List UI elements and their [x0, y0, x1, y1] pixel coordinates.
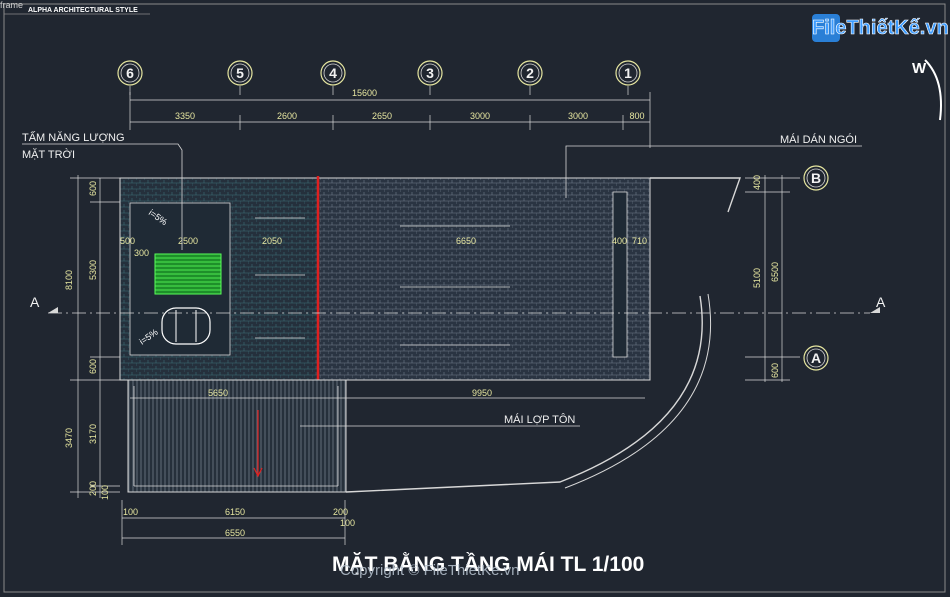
dim-bottom-1: 6150: [225, 507, 245, 517]
section-arrow-right-icon: [870, 307, 880, 313]
dim-top-segment-2: 2650: [372, 111, 392, 121]
solar-panel: [154, 253, 222, 295]
axis-bubble-top-0: 6: [117, 60, 143, 86]
dim-right-2: 600: [770, 363, 780, 378]
copyright-watermark: Copyright © FileThietKe.vn: [340, 562, 519, 579]
dim-right-b: 710: [632, 236, 647, 246]
dim-mid: 2050: [262, 236, 282, 246]
axis-bubbles-right: BA: [803, 165, 829, 371]
dim-top-segment-0: 3350: [175, 111, 195, 121]
axis-bubble-top-2: 4: [320, 60, 346, 86]
dim-panel-off: 500: [120, 236, 135, 246]
label-metal-roof: MÁI LỢP TÔN: [504, 413, 575, 426]
axis-bubble-top-0-label: 6: [126, 65, 134, 81]
axis-bubble-right-0-label: B: [811, 170, 821, 186]
section-arrow-left-icon: [48, 307, 58, 313]
dim-small: 300: [134, 248, 149, 258]
dim-left-lower-overall: 3470: [64, 428, 74, 448]
dim-left-upper-1: 5300: [88, 260, 98, 280]
dim-left-lower-0: 3170: [88, 424, 98, 444]
dim-bottom-0: 100: [123, 507, 138, 517]
section-mark-right: A: [876, 294, 886, 310]
tile-roof-main: [317, 177, 651, 381]
axis-bubble-top-1: 5: [227, 60, 253, 86]
dim-right-0: 400: [752, 175, 762, 190]
axis-bubble-top-4: 2: [517, 60, 543, 86]
slope-arrows: [255, 217, 510, 346]
section-mark-left: A: [30, 294, 40, 310]
dim-left-lower-1: 200: [88, 481, 98, 496]
dim-right-overall: 6500: [770, 262, 780, 282]
dim-right-1: 5100: [752, 268, 762, 288]
water-tank: [161, 307, 211, 345]
brand-logo: FileThiếtKế.vn: [812, 14, 949, 42]
corner-swoosh: [924, 59, 942, 121]
logo-icon: [812, 14, 840, 42]
skylight-strip: [612, 191, 628, 358]
dim-top-segment-3: 3000: [470, 111, 490, 121]
axis-bubbles-top: 6 5 4 3 2 1: [117, 60, 641, 95]
canopy-curve-outer: [345, 295, 703, 493]
metal-roof-red-arrowhead: [253, 467, 263, 478]
axis-bubble-top-1-label: 5: [236, 65, 244, 81]
label-solar-line1: TẤM NĂNG LƯỢNG: [22, 131, 125, 144]
label-solar-line2: MẶT TRỜI: [22, 148, 75, 161]
bottom-dimension-lines: [121, 500, 346, 545]
top-dimension-labels: 3350 2600 2650 3000 3000 800: [175, 111, 645, 121]
dim-left-upper-0: 600: [88, 181, 98, 196]
drawing-title: MẶT BẰNG TẦNG MÁI TL 1/100: [332, 552, 644, 576]
axis-bubble-top-4-label: 2: [526, 65, 534, 81]
dim-lower-right: 9950: [472, 388, 492, 398]
dim-panel-w: 2500: [178, 236, 198, 246]
top-dimension-lines: [129, 92, 651, 148]
dim-bottom-2: 200: [333, 507, 348, 517]
canopy-curve-inner: [564, 293, 712, 489]
dim-left-lower-2: 100: [100, 485, 110, 500]
right-dimension-lines: [745, 175, 800, 382]
axis-bubble-right-1-label: A: [811, 350, 821, 366]
tile-roof-leader-line: [565, 145, 862, 198]
dim-overall-top: 15600: [352, 88, 377, 98]
axis-bubble-top-5-label: 1: [624, 65, 632, 81]
label-tile-roof: MÁI DÁN NGÓI: [780, 133, 857, 146]
axis-bubble-top-3-label: 3: [426, 65, 434, 81]
dim-left-upper-2: 600: [88, 359, 98, 374]
axis-bubble-top-5: 1: [615, 60, 641, 86]
dim-bottom-extra: 100: [340, 518, 355, 528]
left-dimension-lines: [70, 175, 120, 498]
dim-top-segment-1: 2600: [277, 111, 297, 121]
studio-label: ALPHA ARCHITECTURAL STYLE: [28, 7, 138, 14]
logo-text: FileThiếtKế.vn: [812, 17, 949, 39]
dim-left-overall: 8100: [64, 270, 74, 290]
dim-top-segment-4: 3000: [568, 111, 588, 121]
axis-bubble-top-3: 3: [417, 60, 443, 86]
dim-right-a: 400: [612, 236, 627, 246]
axis-bubble-top-2-label: 4: [329, 65, 337, 81]
w-badge: W: [912, 60, 927, 77]
axis-bubble-right-1: A: [803, 345, 829, 371]
dim-main: 6650: [456, 236, 476, 246]
dim-lower-left: 5650: [208, 388, 228, 398]
solar-leader-line: [22, 143, 183, 250]
frame-label: frame: [0, 0, 23, 10]
canopy-outline-top: [650, 177, 741, 213]
metal-roof: [127, 379, 347, 493]
axis-bubble-right-0: B: [803, 165, 829, 191]
dim-top-segment-5: 800: [629, 111, 644, 121]
dim-bottom-overall: 6550: [225, 528, 245, 538]
frame-border: [3, 3, 946, 593]
